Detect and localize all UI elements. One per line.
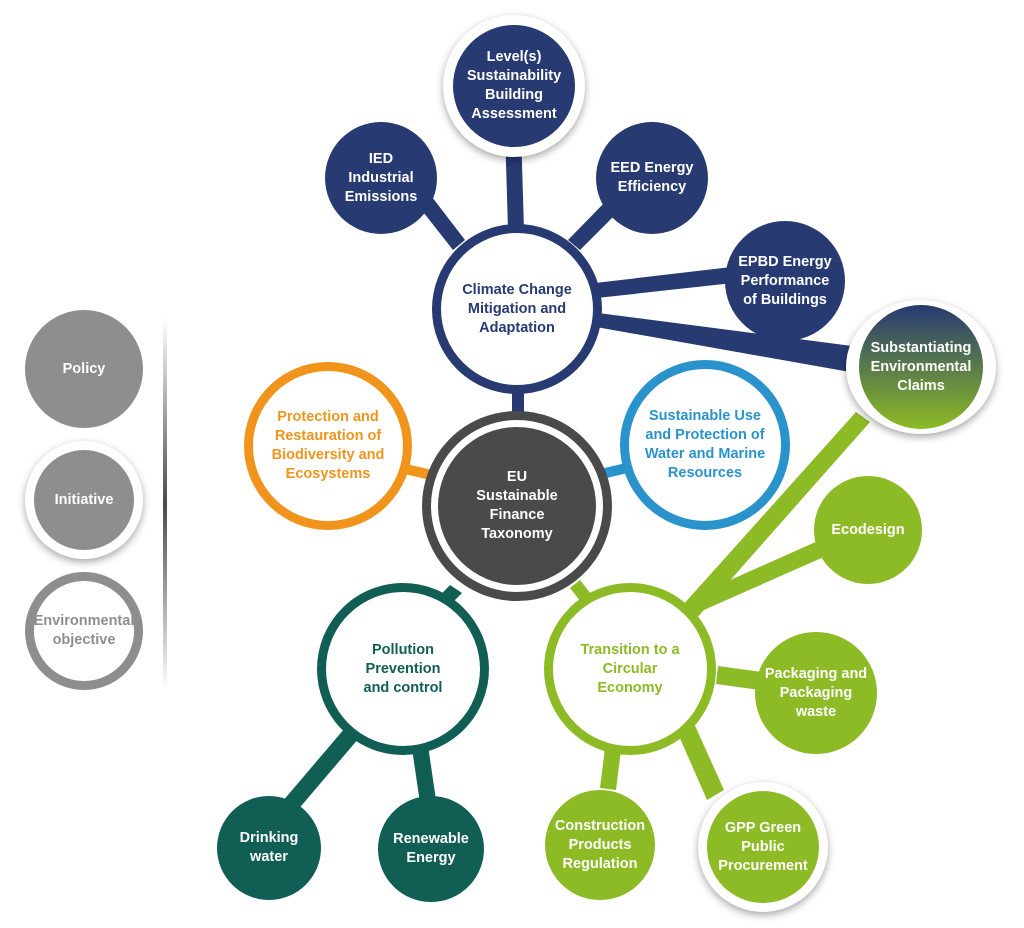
node-packaging: Packaging and Packaging waste (755, 632, 877, 754)
pollution-label: Pollution Prevention and control (363, 641, 443, 696)
node-climate: Climate Change Mitigation and Adaptation (432, 224, 602, 394)
legend-initiative: Initiative (25, 441, 143, 559)
ecodesign-label: Ecodesign (831, 521, 905, 538)
link-climate-ied (420, 197, 465, 250)
node-renewable: Renewable Energy (378, 796, 484, 902)
link-pollution-drinking (282, 728, 359, 812)
node-ied: IED Industrial Emissions (325, 122, 437, 234)
legend-objective-label: Environmental objective (33, 613, 135, 648)
node-claims: Substantiating Environmental Claims (846, 300, 996, 434)
circular-label: Transition to a Circular Economy (580, 641, 680, 696)
legend-policy-label: Policy (62, 360, 106, 377)
link-claims-circular (682, 412, 870, 620)
node-eed: EED Energy Efficiency (596, 122, 708, 234)
legend-initiative-label: Initiative (54, 491, 114, 508)
node-epbd: EPBD Energy Performance of Buildings (725, 221, 845, 341)
node-center: EU Sustainable Finance Taxonomy (422, 411, 612, 601)
node-gpp-inner: GPP Green Public Procurement (707, 791, 819, 903)
node-levels: Level(s) Sustainability Building Assessm… (443, 15, 585, 157)
node-pollution: Pollution Prevention and control (317, 583, 489, 755)
claims-label: Substantiating Environmental Claims (870, 339, 972, 394)
ied-label: IED Industrial Emissions (344, 150, 418, 205)
epbd-label: EPBD Energy Performance of Buildings (738, 253, 832, 308)
drinking-label: Drinking water (239, 830, 299, 865)
levels-label: Level(s) Sustainability Building Assessm… (466, 49, 562, 122)
link-circular-packaging (716, 666, 762, 690)
node-levels-inner: Level(s) Sustainability Building Assessm… (453, 25, 575, 147)
eed-label: EED Energy Efficiency (610, 160, 694, 195)
link-climate-claims (596, 313, 852, 372)
link-circular-ecodesign (690, 540, 826, 613)
renewable-label: Renewable Energy (393, 831, 469, 866)
water-label: Sustainable Use and Protection of Water … (644, 408, 766, 481)
node-cpr: Construction Products Regulation (545, 790, 655, 900)
node-drinking: Drinking water (217, 796, 321, 900)
legend-initiative-inner: Initiative (34, 450, 134, 550)
legend-policy: Policy (25, 310, 143, 428)
biodiversity-label: Protection and Restauration of Biodivers… (271, 409, 385, 482)
legend-divider (163, 318, 167, 690)
packaging-label: Packaging and Packaging waste (764, 665, 868, 720)
center-label: EU Sustainable Finance Taxonomy (476, 469, 558, 542)
node-biodiversity: Protection and Restauration of Biodivers… (244, 362, 412, 530)
legend-objective: Environmental objective (25, 572, 143, 690)
node-ecodesign: Ecodesign (814, 476, 922, 584)
cpr-label: Construction Products Regulation (554, 817, 646, 872)
node-claims-inner: Substantiating Environmental Claims (859, 305, 983, 429)
node-gpp: GPP Green Public Procurement (698, 782, 828, 912)
link-climate-epbd (595, 266, 742, 298)
climate-label: Climate Change Mitigation and Adaptation (462, 281, 572, 336)
node-water: Sustainable Use and Protection of Water … (620, 360, 790, 530)
node-circular: Transition to a Circular Economy (544, 583, 716, 755)
node-center-inner: EU Sustainable Finance Taxonomy (438, 427, 596, 585)
gpp-label: GPP Green Public Procurement (718, 819, 808, 874)
